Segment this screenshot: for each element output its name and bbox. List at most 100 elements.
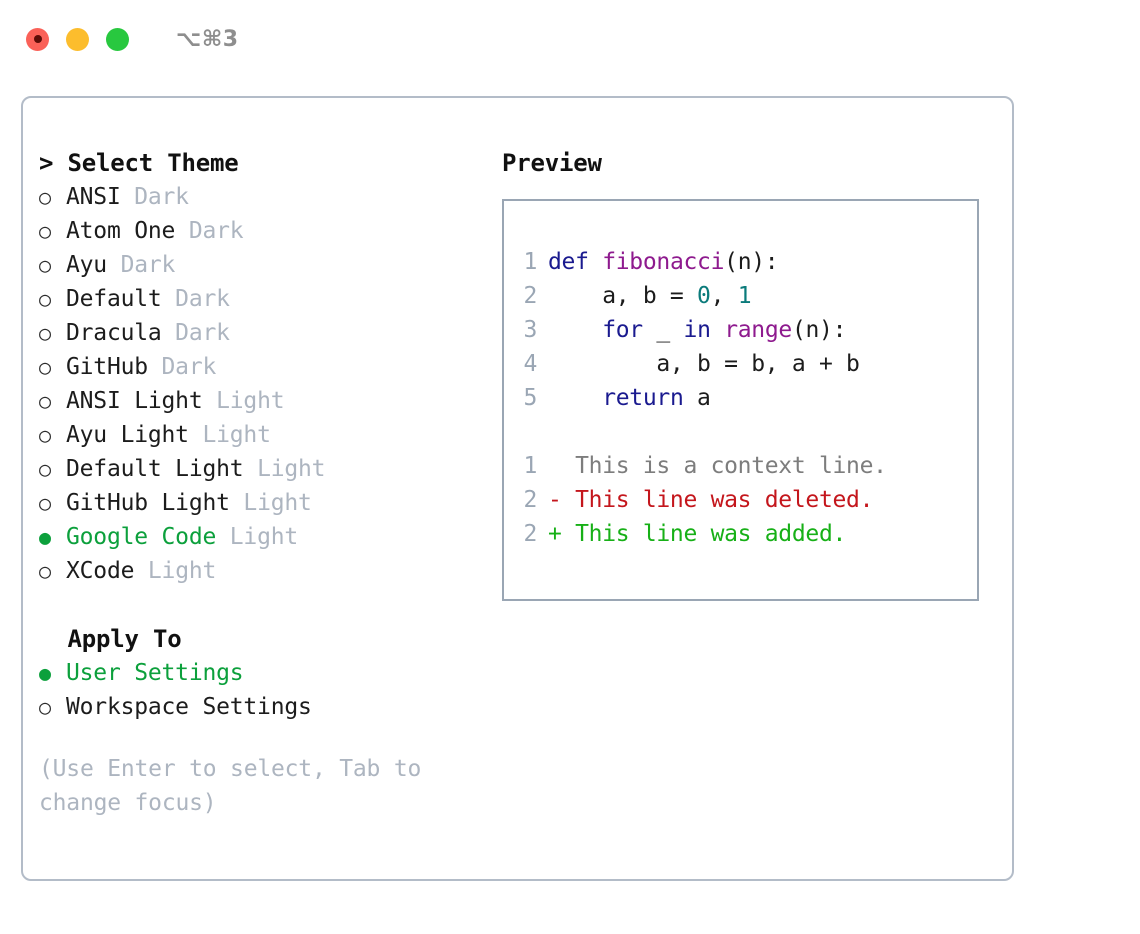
code-token: 1 — [737, 283, 752, 309]
code-token: _ — [642, 317, 684, 343]
theme-option-ayu[interactable]: ○Ayu Dark — [39, 248, 489, 282]
radio-unselected-icon: ○ — [39, 321, 51, 345]
code-diff-spacer — [518, 415, 977, 449]
code-line-text: for _ in range(n): — [548, 313, 846, 347]
radio-unselected-icon: ○ — [39, 287, 51, 311]
code-line-text: a, b = b, a + b — [548, 347, 860, 381]
code-token: a — [683, 385, 711, 411]
theme-option-ayu-light[interactable]: ○Ayu Light Light — [39, 418, 489, 452]
diff-line-text: + This line was added. — [548, 521, 847, 547]
option-label: GitHub Light — [66, 490, 230, 516]
option-variant-badge: Light — [229, 490, 312, 516]
code-line: 2 a, b = 0, 1 — [518, 279, 977, 313]
apply-option-user-settings[interactable]: ● User Settings — [39, 656, 489, 690]
option-variant-badge: Dark — [161, 320, 230, 346]
option-variant-badge: Light — [188, 422, 271, 448]
diff-line: 1 This is a context line. — [518, 449, 977, 483]
option-label: XCode — [66, 558, 135, 584]
code-token — [548, 385, 602, 411]
traffic-light-group — [26, 27, 129, 51]
line-number: 5 — [523, 385, 537, 411]
radio-unselected-icon: ○ — [39, 457, 51, 481]
line-number: 1 — [523, 453, 537, 479]
title-bar: ⌥⌘3 — [0, 0, 1140, 78]
option-variant-badge: Dark — [120, 184, 189, 210]
option-variant-badge: Light — [216, 524, 299, 550]
minimize-button[interactable] — [66, 27, 89, 51]
radio-unselected-icon: ○ — [39, 695, 51, 719]
theme-option-dracula[interactable]: ○ Dracula Dark — [39, 316, 489, 350]
option-label: Default Light — [66, 456, 244, 482]
line-number: 3 — [523, 317, 537, 343]
line-number: 2 — [523, 283, 537, 309]
code-token — [548, 317, 602, 343]
code-line-text: return a — [548, 381, 711, 415]
code-token: range — [724, 317, 792, 343]
recording-indicator-icon — [33, 35, 42, 43]
code-token: a, b = b, a + b — [548, 351, 860, 377]
theme-option-google-code[interactable]: ●Google Code Light — [39, 520, 489, 554]
theme-option-list[interactable]: ○ANSI Dark○Atom One Dark○Ayu Dark○Defaul… — [39, 180, 489, 588]
radio-unselected-icon: ○ — [39, 355, 51, 379]
code-token: a, b = — [548, 283, 698, 309]
option-label: GitHub — [66, 354, 148, 380]
theme-option-github[interactable]: ○ GitHub Dark — [39, 350, 489, 384]
radio-selected-icon: ● — [39, 661, 51, 685]
code-token: (n): — [791, 317, 847, 343]
radio-unselected-icon: ○ — [39, 185, 51, 209]
radio-unselected-icon: ○ — [39, 253, 51, 277]
radio-unselected-icon: ○ — [39, 491, 51, 515]
code-line: 4 a, b = b, a + b — [518, 347, 977, 381]
line-number: 2 — [523, 487, 537, 513]
apply-option-workspace-settings[interactable]: ○Workspace Settings — [39, 690, 489, 724]
option-variant-badge: Dark — [161, 286, 230, 312]
option-label: User Settings — [66, 660, 244, 686]
code-line-text: a, b = 0, 1 — [548, 279, 751, 313]
option-variant-badge: Light — [134, 558, 217, 584]
theme-option-default[interactable]: ○Default Dark — [39, 282, 489, 316]
diff-sample: 1 This is a context line.2- This line wa… — [518, 449, 977, 551]
code-token: in — [683, 317, 711, 343]
code-token: for — [602, 317, 643, 343]
diff-line: 2+ This line was added. — [518, 517, 977, 551]
apply-to-option-list[interactable]: ● User Settings ○Workspace Settings — [39, 656, 489, 724]
close-button[interactable] — [26, 27, 49, 51]
code-line-text: def fibonacci(n): — [548, 245, 779, 279]
code-token — [711, 317, 725, 343]
code-token: (n): — [724, 249, 779, 275]
radio-unselected-icon: ○ — [39, 559, 51, 583]
theme-option-ansi[interactable]: ○ ANSI Dark — [39, 180, 489, 214]
diff-line-text: This is a context line. — [548, 453, 887, 479]
diff-line: 2- This line was deleted. — [518, 483, 977, 517]
option-variant-badge: Light — [243, 456, 326, 482]
option-label: ANSI — [66, 184, 121, 210]
option-label: Google Code — [66, 524, 217, 550]
preview-title: Preview — [502, 149, 602, 177]
option-label: Atom One — [66, 218, 176, 244]
code-token: , — [710, 283, 738, 309]
apply-to-header: Apply To — [39, 625, 182, 653]
theme-option-github-light[interactable]: ○ GitHub Light Light — [39, 486, 489, 520]
theme-option-default-light[interactable]: ○ Default Light Light — [39, 452, 489, 486]
theme-option-xcode[interactable]: ○ XCode Light — [39, 554, 489, 588]
radio-unselected-icon: ○ — [39, 389, 51, 413]
radio-unselected-icon: ○ — [39, 423, 51, 447]
option-variant-badge: Dark — [147, 354, 217, 380]
theme-selection-column: > Select Theme ○ANSI Dark○Atom One Dark○… — [23, 98, 489, 879]
main-panel: > Select Theme ○ANSI Dark○Atom One Dark○… — [21, 96, 1014, 881]
option-variant-badge: Light — [202, 388, 285, 414]
radio-unselected-icon: ○ — [39, 219, 51, 243]
option-label: Dracula — [66, 320, 162, 346]
maximize-button[interactable] — [106, 27, 129, 51]
theme-option-atom-one[interactable]: ○Atom One Dark — [39, 214, 489, 248]
keyboard-hint-text: (Use Enter to select, Tab to change focu… — [39, 756, 422, 816]
code-line: 5 return a — [518, 381, 977, 415]
line-number: 4 — [523, 351, 537, 377]
code-token: return — [602, 385, 684, 411]
theme-option-ansi-light[interactable]: ○ANSI Light Light — [39, 384, 489, 418]
